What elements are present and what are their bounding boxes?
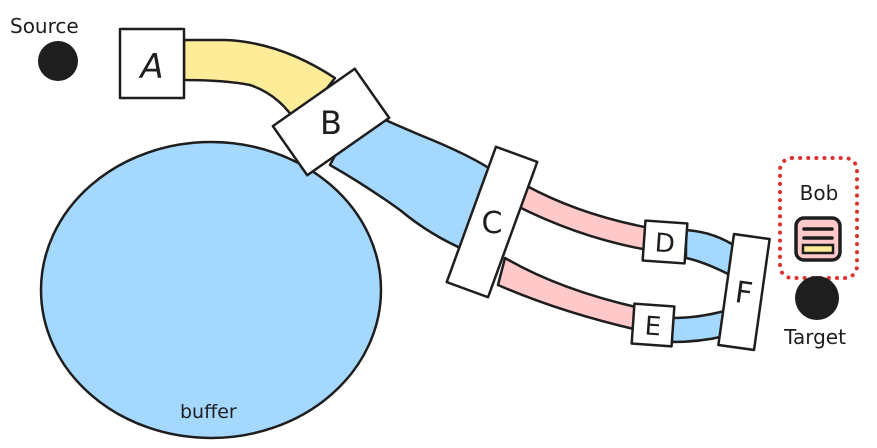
bob-selection-border	[778, 156, 859, 280]
source-label: Source	[10, 14, 79, 38]
node-d-label: D	[654, 228, 676, 259]
node-b[interactable]: B	[271, 67, 391, 177]
pipe-a-b	[182, 38, 337, 127]
source-dot	[38, 41, 78, 81]
node-e[interactable]: E	[630, 302, 676, 348]
target-label: Target	[783, 325, 846, 349]
node-f-label: F	[733, 275, 755, 312]
pipe-c-d	[513, 183, 652, 252]
node-b-label: B	[320, 104, 342, 142]
node-c-label: C	[482, 206, 503, 241]
node-a-label: A	[138, 47, 163, 87]
bob-device-icon	[794, 216, 842, 262]
pipe-c-e	[496, 256, 642, 332]
target-dot	[795, 276, 839, 320]
bob-label: Bob	[800, 181, 839, 205]
node-e-label: E	[644, 311, 662, 342]
bob-group[interactable]: Bob	[778, 156, 859, 280]
node-d[interactable]: D	[641, 219, 689, 265]
buffer-label: buffer	[180, 401, 237, 423]
node-a[interactable]: A	[118, 27, 186, 100]
buffer-tank	[39, 140, 383, 440]
node-f[interactable]: F	[717, 232, 771, 352]
node-c[interactable]: C	[445, 145, 539, 299]
